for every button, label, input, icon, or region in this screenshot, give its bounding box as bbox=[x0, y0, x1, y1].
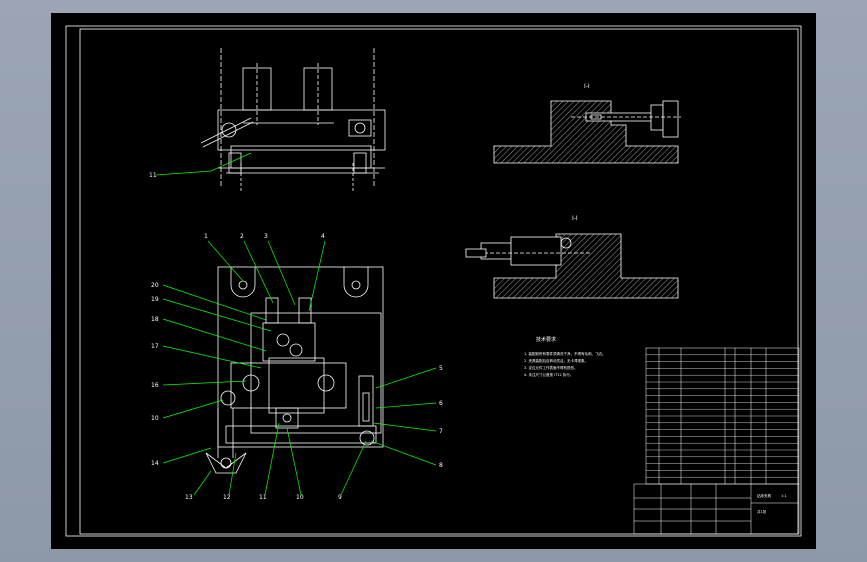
drawing-sheet-count: 共1张 bbox=[757, 509, 767, 514]
section-label-a: I-I bbox=[584, 83, 590, 90]
top-view-leader bbox=[155, 152, 252, 176]
section-view-b bbox=[465, 233, 679, 299]
callout-11: 11 bbox=[259, 494, 267, 501]
notes-line-2: 2. 夹具装配后应转动灵活，无卡滞现象。 bbox=[524, 358, 588, 363]
front-view-leaders bbox=[162, 240, 437, 496]
callout-5: 5 bbox=[439, 365, 443, 372]
callout-12: 12 bbox=[223, 494, 231, 501]
notes-line-3: 3. 定位元件工作表面不得有损伤。 bbox=[524, 365, 577, 370]
title-block bbox=[633, 483, 800, 535]
inner-frame bbox=[79, 28, 799, 535]
callout-10-left: 10 bbox=[151, 415, 159, 422]
callout-13: 13 bbox=[185, 494, 193, 501]
callout-8: 8 bbox=[439, 462, 443, 469]
notes-line-4: 4. 未注尺寸公差按 IT12 执行。 bbox=[524, 372, 573, 377]
callout-10: 10 bbox=[296, 494, 304, 501]
callout-16: 16 bbox=[151, 382, 159, 389]
callout-17: 17 bbox=[151, 343, 159, 350]
callout-4: 4 bbox=[321, 233, 325, 240]
callout-14: 14 bbox=[151, 460, 159, 467]
callout-18: 18 bbox=[151, 316, 159, 323]
section-view-a bbox=[493, 100, 681, 164]
drawing-title: 钻床夹具 bbox=[757, 493, 771, 498]
callout-3: 3 bbox=[264, 233, 268, 240]
callout-9: 9 bbox=[338, 494, 342, 501]
top-view-callout: 11 bbox=[149, 172, 157, 179]
drawing-scale: 1:1 bbox=[781, 494, 787, 498]
front-view bbox=[205, 266, 384, 474]
callout-19: 19 bbox=[151, 296, 159, 303]
drawing-sheet: 11 I-I I-I bbox=[51, 13, 816, 549]
notes-line-1: 1. 装配前所有零件须清洗干净，不得有毛刺、飞边。 bbox=[524, 351, 605, 356]
callout-2: 2 bbox=[240, 233, 244, 240]
parts-list-rows bbox=[646, 354, 799, 478]
drawing-canvas: 11 I-I I-I bbox=[65, 25, 802, 537]
top-view bbox=[200, 48, 386, 191]
notes-heading: 技术要求 bbox=[536, 336, 556, 343]
callout-7: 7 bbox=[439, 428, 443, 435]
outer-frame bbox=[65, 25, 802, 537]
callout-6: 6 bbox=[439, 400, 443, 407]
callout-20: 20 bbox=[151, 282, 159, 289]
callout-1: 1 bbox=[204, 233, 208, 240]
section-label-b: I-I bbox=[572, 215, 578, 222]
